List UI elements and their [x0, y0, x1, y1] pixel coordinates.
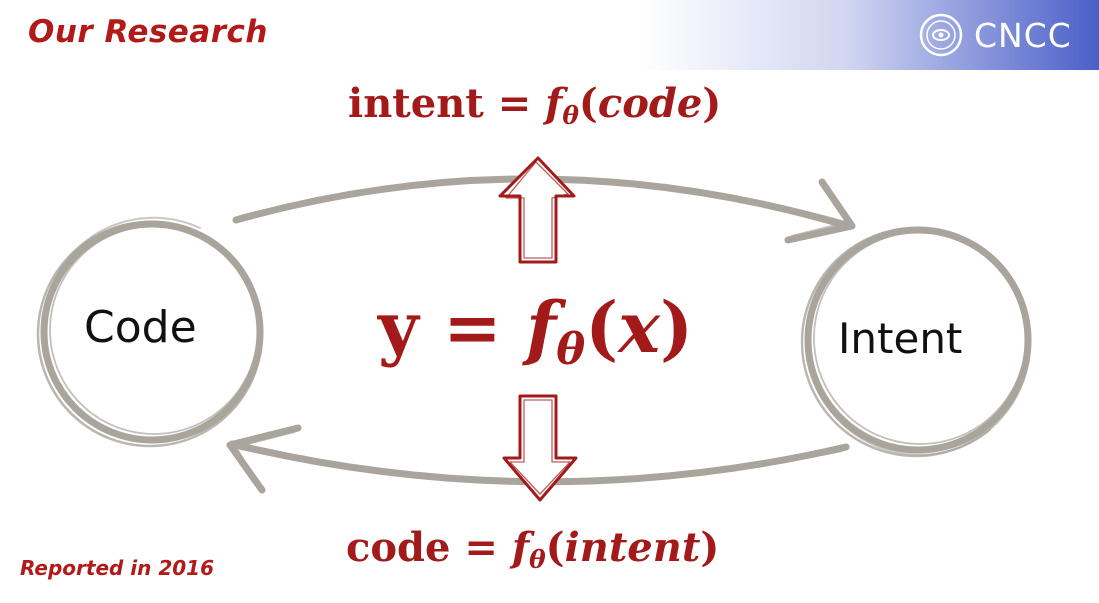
code-node-label: Code — [84, 302, 197, 353]
formula-bottom-sub: θ — [529, 544, 546, 574]
intent-node-label: Intent — [838, 314, 963, 363]
formula-code: code = fθ(intent) — [346, 524, 719, 574]
formula-center-sub: θ — [556, 324, 586, 376]
logo-text: CNCC — [974, 15, 1072, 55]
formula-bottom-eq: = — [464, 524, 498, 571]
formula-top-arg: code — [597, 80, 703, 127]
formula-center-eq: = — [443, 286, 502, 369]
formula-center-lhs: y — [378, 286, 419, 369]
formula-bottom-lhs: code — [346, 524, 451, 571]
down-block-arrow-icon — [502, 394, 578, 502]
code-node-circle — [36, 216, 264, 448]
formula-intent: intent = fθ(code) — [348, 80, 721, 130]
formula-bottom-fn: f — [511, 524, 530, 571]
formula-center-paren-open: ( — [585, 286, 619, 369]
formula-top-paren-close: ) — [702, 80, 722, 127]
header-band — [640, 0, 1099, 70]
formula-top-fn: f — [545, 80, 563, 127]
cncc-logo: CNCC — [918, 12, 1072, 58]
formula-general: y = fθ(x) — [378, 286, 693, 375]
formula-top-paren-open: ( — [578, 80, 598, 127]
formula-center-fn: f — [526, 286, 557, 369]
formula-top-sub: θ — [562, 100, 579, 130]
cncc-emblem-icon — [919, 13, 963, 57]
formula-center-arg: x — [618, 286, 661, 369]
formula-bottom-arg: intent — [564, 524, 701, 571]
formula-center-paren-close: ) — [660, 286, 694, 369]
formula-bottom-paren-close: ) — [700, 524, 720, 571]
up-block-arrow-icon — [498, 156, 576, 264]
slide-title: Our Research — [28, 14, 268, 50]
intent-node-circle — [800, 226, 1032, 458]
report-note: Reported in 2016 — [20, 556, 215, 580]
formula-top-eq: = — [497, 80, 532, 127]
formula-top-lhs: intent — [348, 80, 484, 127]
formula-bottom-paren-open: ( — [545, 524, 565, 571]
